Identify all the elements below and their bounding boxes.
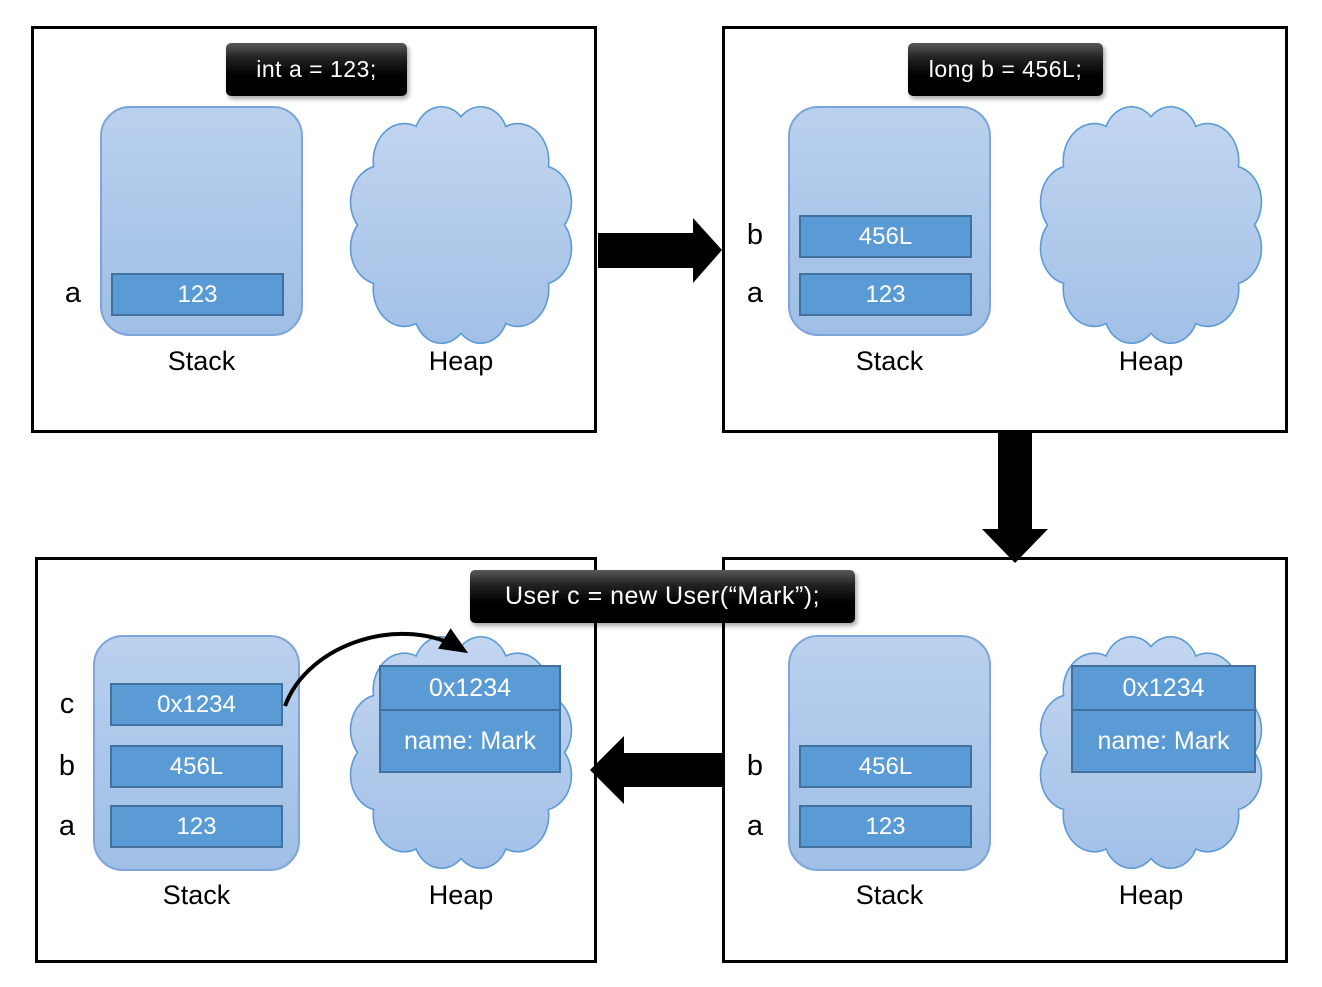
code-label: long b = 456L; [908,43,1103,96]
heap-object-box: 0x1234 name: Mark [379,665,561,773]
variable-label: c [59,688,75,720]
variable-label: a [746,810,764,842]
panel-step1: int a = 123; a 123 Stack Heap [31,26,597,433]
heap-caption: Heap [428,880,494,910]
stack-slot: 0x1234 [110,683,283,726]
heap-caption: Heap [428,346,494,376]
stack-slot: 456L [110,745,283,788]
stack-caption: Stack [167,346,236,376]
stack-slot: 456L [799,215,972,258]
flow-arrow-down [982,431,1048,563]
code-label: User c = new User(“Mark”); [470,570,855,623]
stack-caption: Stack [855,346,924,376]
variable-label: b [746,750,764,782]
stack-slot: 123 [799,805,972,848]
heap-caption: Heap [1118,346,1184,376]
stack-slot: 123 [110,805,283,848]
panel-step4: c 0x1234 b 456L a 123 Stack Heap 0x1234 … [35,557,597,963]
variable-label: b [58,750,76,782]
heap-caption: Heap [1118,880,1184,910]
stack-slot: 123 [799,273,972,316]
variable-label: a [64,277,82,309]
stack-slot: 123 [111,273,284,316]
heap-object-address: 0x1234 [1073,667,1254,711]
heap-cloud [1036,107,1266,343]
heap-object-address: 0x1234 [381,667,559,711]
heap-object-field: name: Mark [404,726,536,755]
heap-object-field: name: Mark [1097,726,1230,755]
variable-label: a [746,277,764,309]
stack-caption: Stack [855,880,924,910]
stack-caption: Stack [162,880,231,910]
reference-arrow [283,628,469,707]
panel-step2: long b = 456L; b 456L a 123 Stack Heap [722,26,1288,433]
variable-label: a [58,810,76,842]
panel-step3: b 456L a 123 Stack Heap 0x1234 name: Mar… [722,557,1288,963]
flow-arrow-right [598,218,722,283]
flow-arrow-left [590,736,722,804]
heap-object-box: 0x1234 name: Mark [1071,665,1256,773]
code-label: int a = 123; [226,43,407,96]
stack-slot: 456L [799,745,972,788]
heap-cloud [346,107,576,343]
variable-label: b [746,219,764,251]
